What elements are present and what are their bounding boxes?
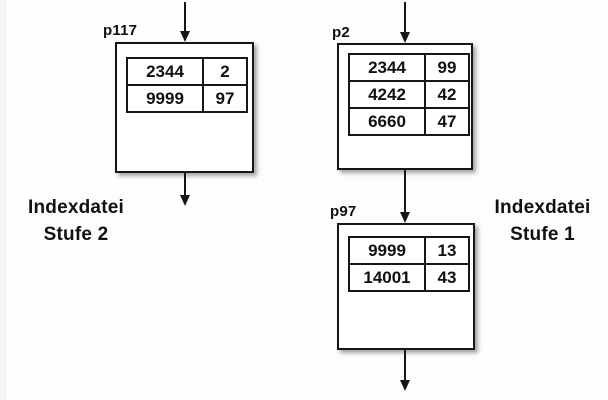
- page-edge-strip: [0, 0, 7, 400]
- table-row: 2344 99: [348, 53, 470, 82]
- node-box-p117: 2344 2 9999 97: [115, 42, 254, 173]
- table-row: 9999 13: [348, 236, 470, 265]
- node-label-p2: p2: [332, 24, 350, 41]
- arrow-shaft: [404, 170, 406, 214]
- pointer-cell: 13: [424, 236, 470, 265]
- key-cell: 9999: [126, 84, 204, 113]
- pointer-cell: 2: [202, 57, 248, 86]
- key-cell: 2344: [126, 57, 204, 86]
- table-row: 9999 97: [126, 84, 248, 113]
- caption-line-1: Indexdatei: [494, 197, 591, 218]
- arrow-shaft: [184, 172, 186, 197]
- arrow-down-icon: [180, 195, 190, 206]
- table-row: 14001 43: [348, 263, 470, 292]
- caption-line-2: Stufe 1: [510, 224, 575, 245]
- arrow-down-icon: [400, 380, 410, 391]
- key-cell: 9999: [348, 236, 426, 265]
- key-cell: 14001: [348, 263, 426, 292]
- arrow-into-p2: [399, 2, 411, 43]
- key-cell: 4242: [348, 80, 426, 109]
- arrow-shaft: [404, 349, 406, 382]
- arrow-shaft: [404, 2, 406, 34]
- node-table-p97: 9999 13 14001 43: [348, 236, 470, 292]
- node-table-p117: 2344 2 9999 97: [126, 57, 248, 113]
- arrow-down-icon: [400, 212, 410, 223]
- table-row: 6660 47: [348, 107, 470, 136]
- pointer-cell: 42: [424, 80, 470, 109]
- node-box-p97: 9999 13 14001 43: [337, 223, 475, 350]
- table-row: 4242 42: [348, 80, 470, 109]
- key-cell: 6660: [348, 107, 426, 136]
- arrow-down-icon: [180, 31, 190, 42]
- arrow-down-icon: [400, 32, 410, 43]
- arrow-p2-to-p97: [399, 170, 411, 223]
- node-label-p97: p97: [330, 203, 357, 220]
- arrow-into-p117: [179, 2, 191, 42]
- node-table-p2: 2344 99 4242 42 6660 47: [348, 53, 470, 136]
- pointer-cell: 99: [424, 53, 470, 82]
- pointer-cell: 97: [202, 84, 248, 113]
- arrow-shaft: [184, 2, 186, 33]
- node-box-p2: 2344 99 4242 42 6660 47: [337, 43, 473, 170]
- caption-line-2: Stufe 2: [43, 224, 109, 245]
- table-row: 2344 2: [126, 57, 248, 86]
- node-label-p117: p117: [103, 22, 138, 39]
- key-cell: 2344: [348, 53, 426, 82]
- pointer-cell: 43: [424, 263, 470, 292]
- arrow-out-of-p117: [179, 172, 191, 206]
- caption-line-1: Indexdatei: [28, 197, 124, 218]
- pointer-cell: 47: [424, 107, 470, 136]
- caption-index-level-1: Indexdatei Stufe 1: [477, 194, 608, 248]
- arrow-out-of-p97: [399, 349, 411, 391]
- caption-index-level-2: Indexdatei Stufe 2: [8, 194, 144, 248]
